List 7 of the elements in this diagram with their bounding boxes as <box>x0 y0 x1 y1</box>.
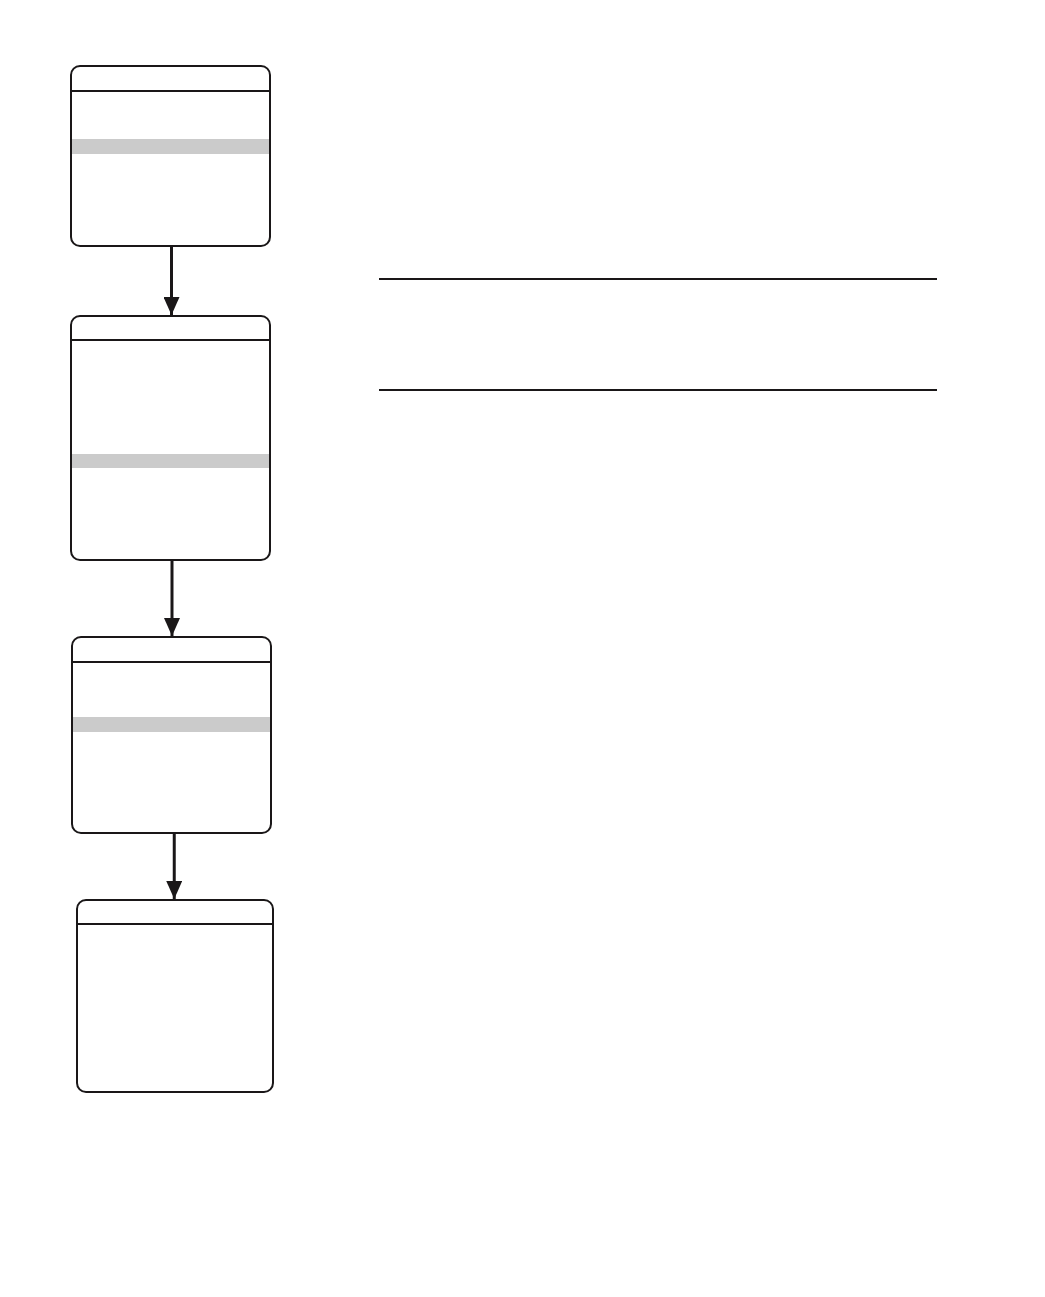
arrow <box>166 834 183 899</box>
menu-screen-box <box>76 899 274 1093</box>
arrow <box>164 561 180 636</box>
menu-screen-box <box>70 315 271 561</box>
menu-screen-box <box>70 65 271 247</box>
arrow <box>163 247 180 315</box>
menu-screen-box <box>71 636 272 834</box>
